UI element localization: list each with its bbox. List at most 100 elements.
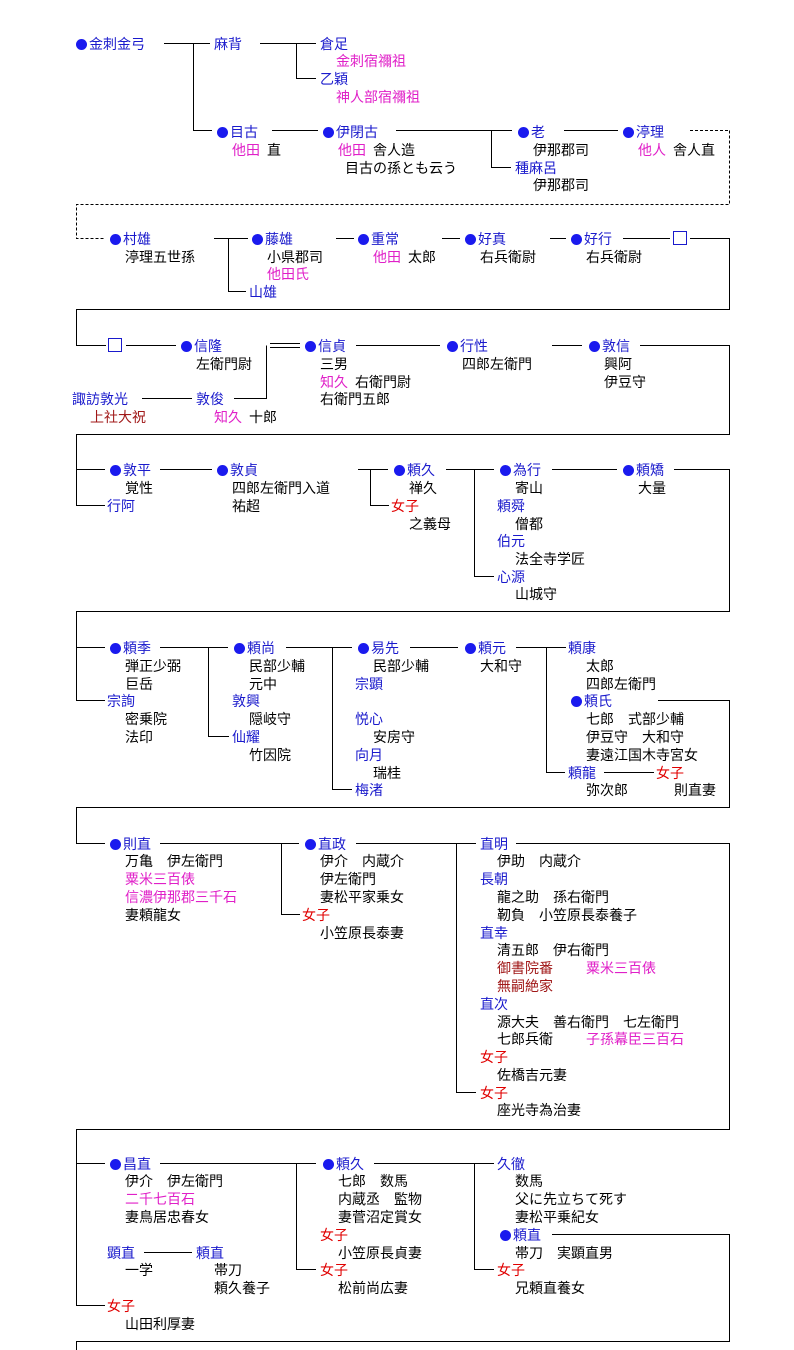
node-text: 頼元 bbox=[478, 641, 506, 657]
node-text: 神人部宿禰祖 bbox=[336, 90, 420, 106]
person-label: 帯刀 実顕直男 bbox=[515, 1245, 613, 1263]
person-label: 直 bbox=[267, 142, 281, 160]
node-text: 頼舜 bbox=[497, 499, 525, 515]
node-text: 伊閉古 bbox=[336, 125, 378, 141]
person-node: 敦貞 bbox=[217, 462, 258, 480]
bullet-icon bbox=[252, 234, 263, 245]
node-text: 他田 bbox=[338, 143, 366, 159]
node-text: 大和守 bbox=[480, 659, 522, 675]
node-text: 小県郡司 bbox=[267, 250, 323, 266]
node-text: 乙穎 bbox=[320, 72, 348, 88]
node-text: 弥次郎 bbox=[586, 783, 628, 799]
person-label: 頼久養子 bbox=[214, 1280, 270, 1298]
node-text: 覚性 bbox=[125, 481, 153, 497]
node-text: 他田 bbox=[232, 143, 260, 159]
node-text: 直次 bbox=[480, 997, 508, 1013]
person-label: 渟理五世孫 bbox=[125, 249, 195, 267]
person-label: 直明 bbox=[480, 836, 508, 854]
person-label: 無嗣絶家 bbox=[497, 978, 553, 996]
person-label: 女子 bbox=[302, 907, 330, 925]
person-label: 妻鳥居忠春女 bbox=[125, 1209, 209, 1227]
person-label: 頼舜 bbox=[497, 498, 525, 516]
node-text: 女子 bbox=[656, 766, 684, 782]
person-label: 元中 bbox=[249, 676, 277, 694]
node-text: 目古の孫とも云う bbox=[345, 161, 457, 177]
person-label: 女子 bbox=[320, 1262, 348, 1280]
person-label: 帯刀 bbox=[214, 1262, 242, 1280]
node-text: 諏訪敦光 bbox=[72, 392, 128, 408]
person-label: 妻頼龍女 bbox=[125, 907, 181, 925]
bullet-icon bbox=[110, 839, 121, 850]
node-text: 女子 bbox=[320, 1263, 348, 1279]
person-label: 他田氏 bbox=[267, 266, 309, 284]
node-text: 麻背 bbox=[214, 37, 242, 53]
person-label: 目古の孫とも云う bbox=[345, 160, 457, 178]
node-text: 帯刀 bbox=[214, 1263, 242, 1279]
node-text: 松前尚広妻 bbox=[338, 1281, 408, 1297]
node-text: 妻鳥居忠春女 bbox=[125, 1210, 209, 1226]
person-label: 伊那郡司 bbox=[533, 177, 589, 195]
node-text: 長朝 bbox=[480, 872, 508, 888]
node-text: 渟理 bbox=[636, 125, 664, 141]
person-label: 伊助 内蔵介 bbox=[497, 853, 581, 871]
bullet-icon bbox=[217, 127, 228, 138]
person-label: 子孫幕臣三百石 bbox=[586, 1031, 684, 1049]
node-text: 渟理五世孫 bbox=[125, 250, 195, 266]
node-text: 左衛門尉 bbox=[196, 357, 252, 373]
node-text: 伊助 内蔵介 bbox=[497, 854, 581, 870]
node-text: 直政 bbox=[318, 837, 346, 853]
person-label: 敦俊 bbox=[196, 391, 224, 409]
node-text: 女子 bbox=[497, 1263, 525, 1279]
node-text: 易先 bbox=[371, 641, 399, 657]
node-text: 四郎左衛門入道 bbox=[232, 481, 330, 497]
node-text: 竹因院 bbox=[249, 748, 291, 764]
person-node: 老 bbox=[518, 124, 545, 142]
node-text: 右兵衛尉 bbox=[586, 250, 642, 266]
person-node: 頼季 bbox=[110, 640, 151, 658]
person-label: 民部少輔 bbox=[373, 658, 429, 676]
person-label: 久徹 bbox=[497, 1156, 525, 1174]
node-text: 頼氏 bbox=[584, 694, 612, 710]
person-label: 仙耀 bbox=[232, 729, 260, 747]
person-node: 目古 bbox=[217, 124, 258, 142]
person-label: 女子 bbox=[480, 1049, 508, 1067]
person-label: 知久 bbox=[320, 374, 348, 392]
node-text: 頼直 bbox=[513, 1228, 541, 1244]
person-label: 太郎 bbox=[408, 249, 436, 267]
person-label: 安房守 bbox=[373, 729, 415, 747]
bullet-icon bbox=[358, 234, 369, 245]
node-text: 信貞 bbox=[318, 339, 346, 355]
node-text: 妻菅沼定賞女 bbox=[338, 1210, 422, 1226]
person-label: 敦興 bbox=[232, 693, 260, 711]
node-text: 宗顕 bbox=[355, 677, 383, 693]
node-text: 他田 bbox=[373, 250, 401, 266]
person-label: 則直妻 bbox=[674, 782, 716, 800]
node-text: 梅渚 bbox=[355, 783, 383, 799]
node-text: 敦平 bbox=[123, 463, 151, 479]
node-text: 禅久 bbox=[409, 481, 437, 497]
node-text: 法印 bbox=[125, 730, 153, 746]
bullet-icon bbox=[110, 643, 121, 654]
person-node: 好行 bbox=[571, 231, 612, 249]
person-label: 頼龍 bbox=[568, 765, 596, 783]
person-label: 女子 bbox=[480, 1085, 508, 1103]
node-text: 他田氏 bbox=[267, 267, 309, 283]
node-text: 信濃伊那郡三千石 bbox=[125, 890, 237, 906]
person-label: 密乗院 bbox=[125, 711, 167, 729]
bullet-icon bbox=[500, 1230, 511, 1241]
node-text: 伊豆守 bbox=[604, 375, 646, 391]
bullet-icon bbox=[623, 127, 634, 138]
node-text: 知久 bbox=[214, 410, 242, 426]
node-text: 直明 bbox=[480, 837, 508, 853]
person-label: 梅渚 bbox=[355, 782, 383, 800]
node-text: 七郎 式部少輔 bbox=[586, 712, 684, 728]
person-label: 七郎 式部少輔 bbox=[586, 711, 684, 729]
node-text: 二千七百石 bbox=[125, 1192, 195, 1208]
bullet-icon bbox=[217, 465, 228, 476]
person-label: 直次 bbox=[480, 996, 508, 1014]
node-text: 頼龍 bbox=[568, 766, 596, 782]
node-text: 大量 bbox=[638, 481, 666, 497]
node-text: 子孫幕臣三百石 bbox=[586, 1032, 684, 1048]
person-label: 他人 bbox=[638, 142, 666, 160]
